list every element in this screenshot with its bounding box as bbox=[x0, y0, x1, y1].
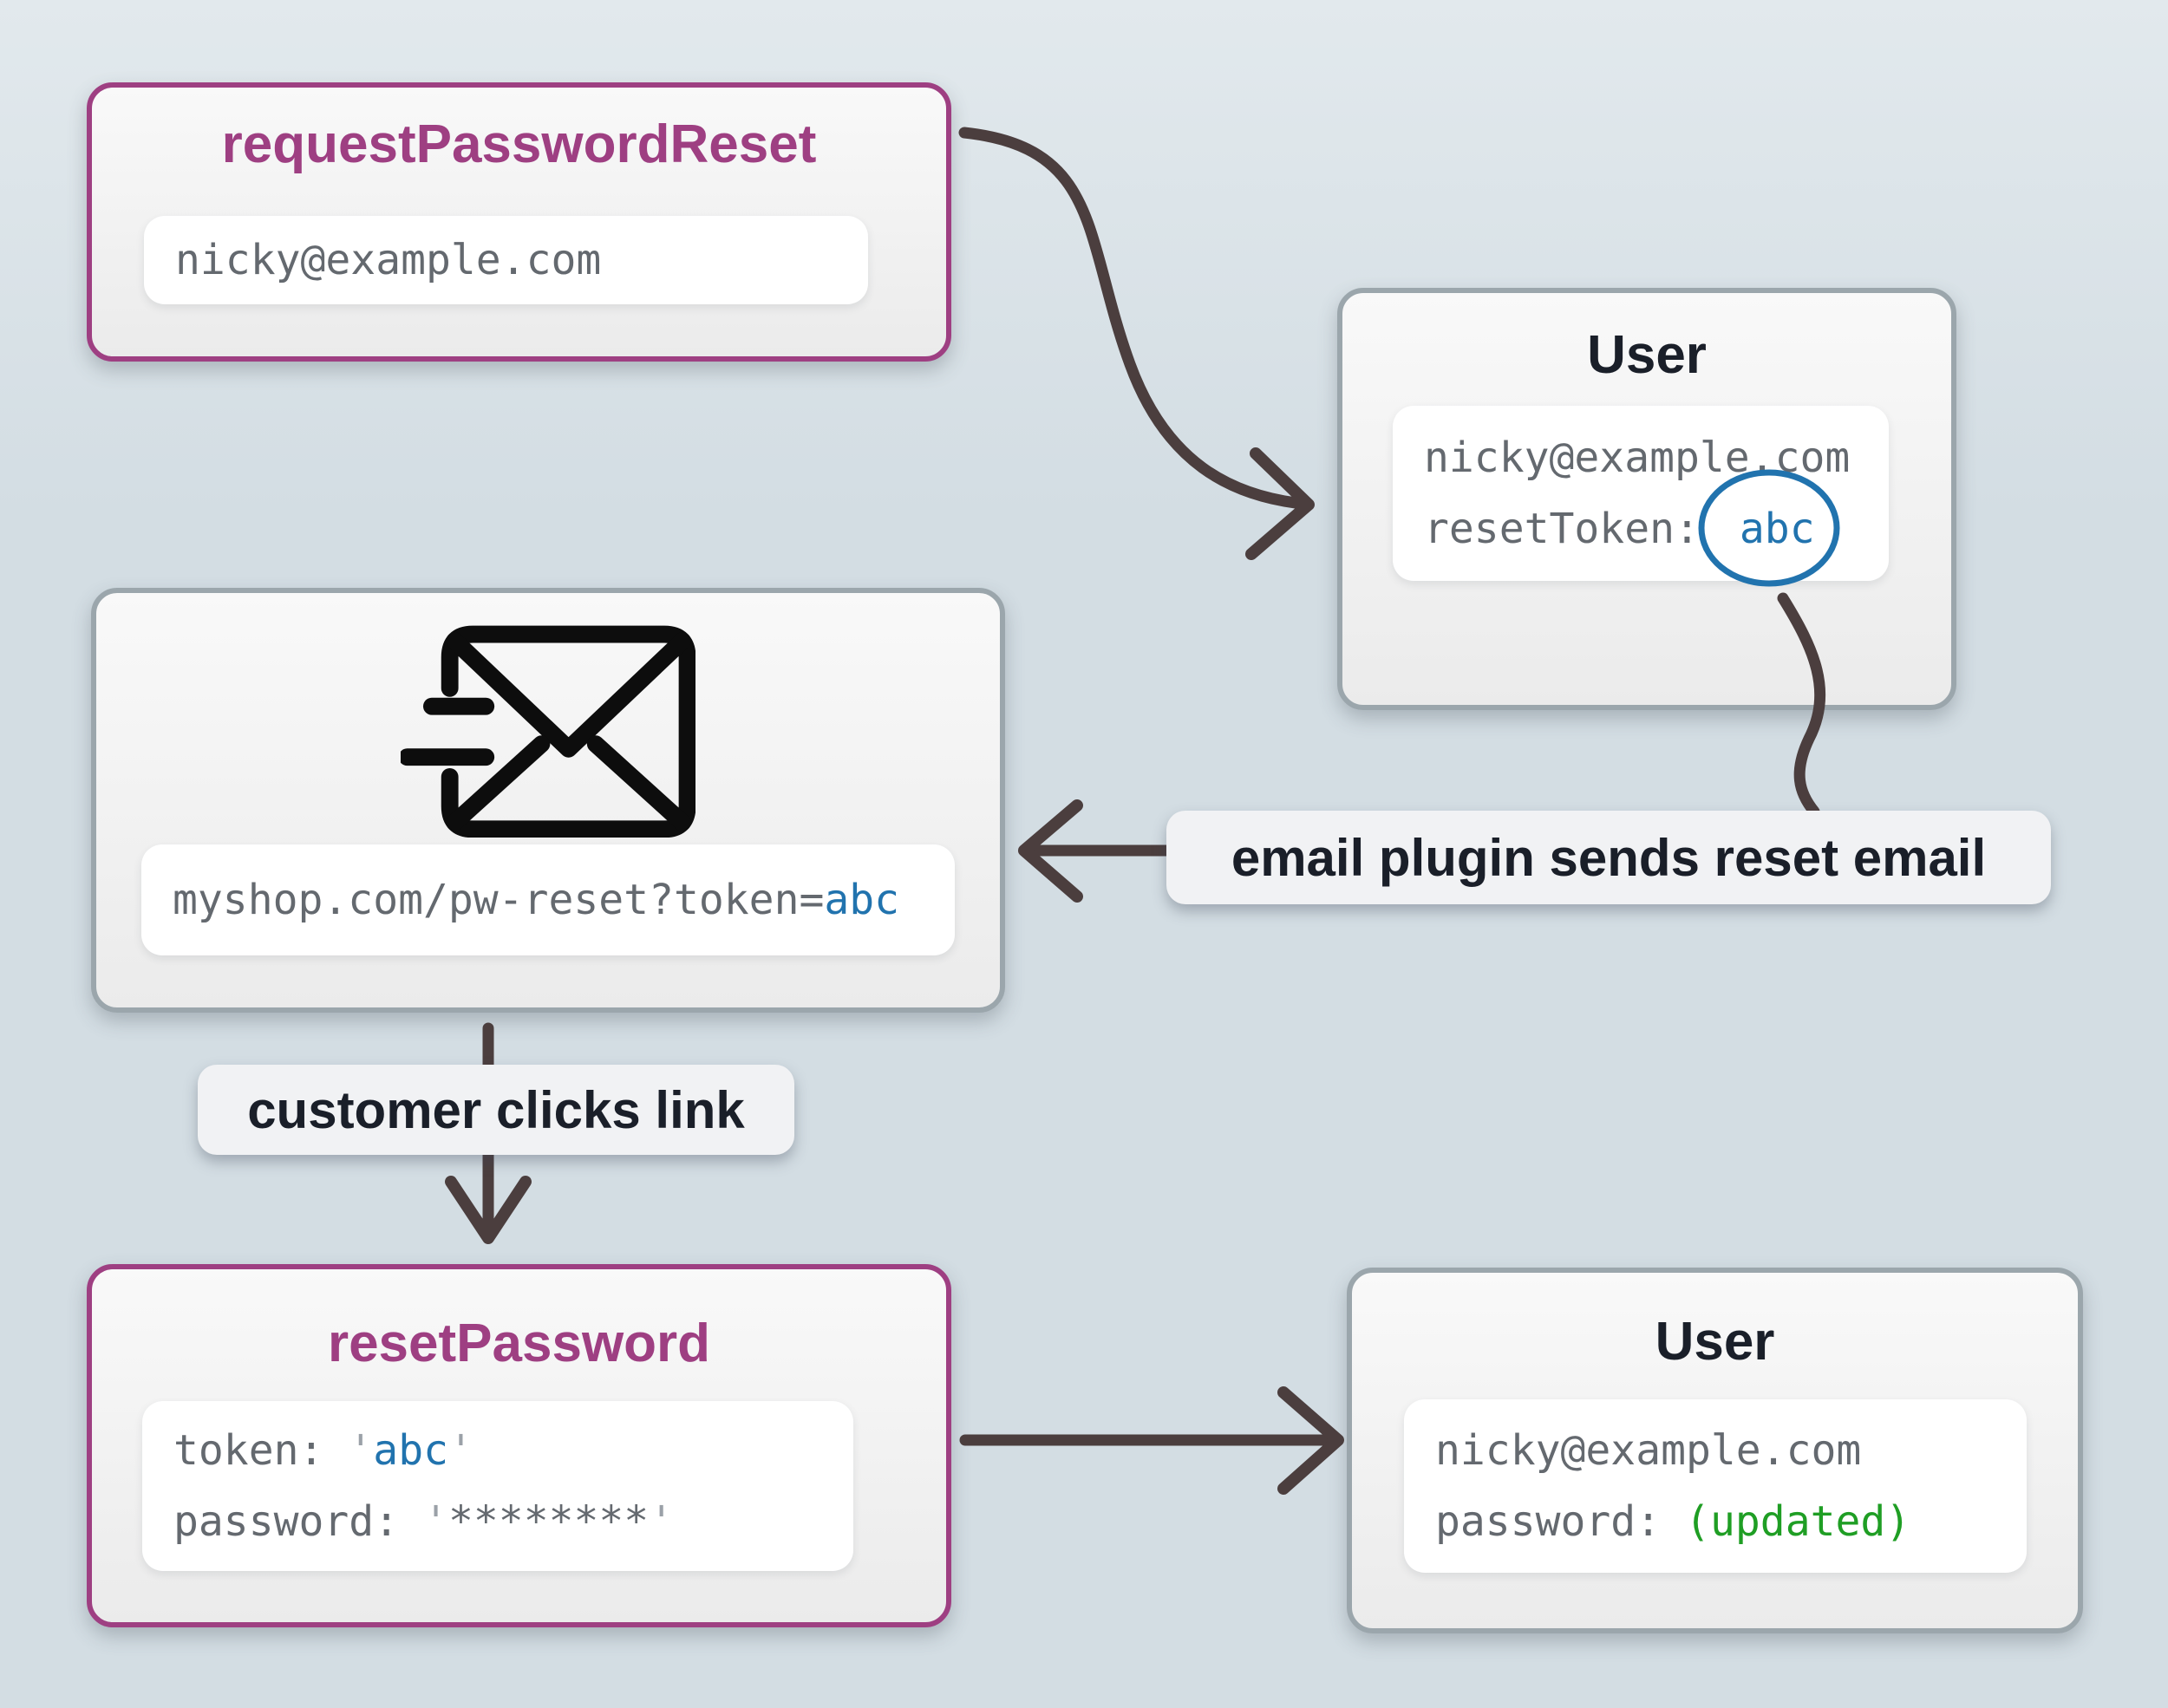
user-record-node-top: User nicky@example.com resetToken:abc bbox=[1337, 288, 1956, 710]
close-quote: ' bbox=[448, 1426, 473, 1475]
request-email-value: nicky@example.com bbox=[175, 236, 602, 284]
customer-clicks-label-text: customer clicks link bbox=[247, 1080, 745, 1139]
user-bottom-email: nicky@example.com bbox=[1435, 1426, 1862, 1475]
password-arg-mask: ******** bbox=[448, 1497, 650, 1546]
email-plugin-label: email plugin sends reset email bbox=[1166, 811, 2051, 904]
open-quote: ' bbox=[348, 1426, 374, 1475]
curve-user-to-email-label bbox=[1777, 592, 1826, 818]
reset-password-args-field: token:'abc' password:'********' bbox=[142, 1401, 853, 1571]
reset-password-title: resetPassword bbox=[327, 1314, 711, 1373]
token-arg-label: token: bbox=[173, 1426, 324, 1475]
arrowhead-email-node-to-reset bbox=[445, 1176, 532, 1244]
token-arg-line: token: 'abc' bbox=[173, 1415, 853, 1486]
password-arg-label: password: bbox=[173, 1497, 400, 1546]
arrowhead-label-to-email-node bbox=[1018, 799, 1083, 903]
reset-url-token: abc bbox=[824, 876, 900, 924]
request-password-reset-node: requestPasswordReset nicky@example.com bbox=[87, 82, 951, 362]
token-arg-value: abc bbox=[373, 1426, 448, 1475]
close-quote: ' bbox=[649, 1497, 675, 1546]
reset-password-node: resetPassword token:'abc' password:'****… bbox=[87, 1264, 951, 1627]
reset-url: myshop.com/pw-reset?token=abc bbox=[173, 864, 955, 935]
user-record-node-bottom: User nicky@example.com password: (updated… bbox=[1347, 1268, 2083, 1633]
user-bottom-record-field: nicky@example.com password: (updated) bbox=[1404, 1399, 2027, 1573]
reset-token-label: resetToken: bbox=[1424, 505, 1700, 553]
request-email-field: nicky@example.com bbox=[144, 216, 868, 304]
user-bottom-title: User bbox=[1655, 1312, 1775, 1372]
reset-email-node: myshop.com/pw-reset?token=abc bbox=[91, 588, 1005, 1013]
arrow-request-to-user bbox=[958, 127, 1302, 509]
request-password-reset-title: requestPasswordReset bbox=[221, 114, 817, 174]
reset-token-value: abc bbox=[1739, 505, 1815, 553]
reset-url-prefix: myshop.com/pw-reset?token= bbox=[173, 876, 825, 924]
reset-url-field: myshop.com/pw-reset?token=abc bbox=[141, 844, 955, 955]
open-quote: ' bbox=[423, 1497, 448, 1546]
mail-send-icon bbox=[401, 625, 695, 838]
user-top-reset-token-line: resetToken: abc bbox=[1424, 493, 1889, 564]
password-arg-line: password: '********' bbox=[173, 1486, 853, 1557]
password-label: password: bbox=[1435, 1497, 1662, 1546]
arrowhead-reset-to-user bbox=[1277, 1386, 1344, 1495]
email-plugin-label-text: email plugin sends reset email bbox=[1231, 828, 1987, 887]
arrowhead-request-to-user bbox=[1245, 447, 1315, 560]
user-top-title: User bbox=[1587, 325, 1707, 385]
customer-clicks-label: customer clicks link bbox=[198, 1065, 794, 1155]
user-top-record-field: nicky@example.com resetToken:abc bbox=[1393, 406, 1889, 581]
token-highlight-circle bbox=[1698, 469, 1840, 587]
password-updated-value: (updated) bbox=[1685, 1497, 1911, 1546]
user-bottom-password-line: password: (updated) bbox=[1435, 1486, 2027, 1557]
